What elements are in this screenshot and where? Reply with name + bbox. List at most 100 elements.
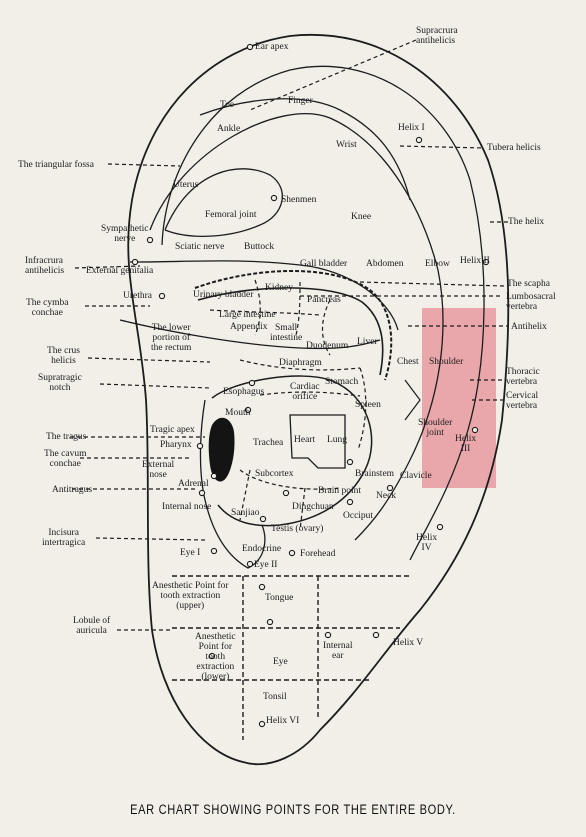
label-internal-ear: Internal ear [323, 641, 353, 661]
label-large-intestine: Large intestine [219, 310, 276, 320]
label-helix-6: Helix VI [266, 716, 300, 726]
label-supratragic-notch: Supratragic notch [38, 373, 82, 393]
label-crus-helicis: The crus helicis [47, 346, 80, 366]
label-buttock: Buttock [244, 242, 275, 252]
concha-contour [194, 270, 393, 381]
label-testis-ovary: Testis (ovary) [271, 524, 324, 534]
label-adrenal: Adrenal [178, 479, 209, 489]
label-helix-3: Helix III [455, 434, 477, 454]
label-external-genitalia: External genitalia [86, 266, 154, 276]
outer-helix-contour [127, 33, 510, 766]
label-tubera-helicis: Tubera helicis [487, 143, 541, 153]
label-external-nose: External nose [142, 460, 175, 480]
label-thoracic-vertebra: Thoracic vertebra [506, 367, 540, 387]
label-finger: Finger [288, 96, 313, 106]
label-uterus: Uterus [173, 180, 199, 190]
label-sciatic-nerve: Sciatic nerve [175, 242, 225, 252]
label-elbow: Elbow [425, 259, 450, 269]
label-dingchuan: Dingchuan [292, 502, 334, 512]
label-helix-2: Helix II [460, 256, 490, 266]
label-internal-nose: Internal nose [162, 502, 212, 512]
label-occiput: Occiput [343, 511, 374, 521]
label-liver: Liver [357, 337, 378, 347]
label-triangular-fossa: The triangular fossa [18, 160, 94, 170]
concha-contour-inner [197, 287, 384, 376]
label-subcortex: Subcortex [255, 469, 294, 479]
label-ear-apex: Ear apex [255, 42, 289, 52]
tragus-shape [208, 417, 235, 482]
label-ankle: Ankle [217, 124, 241, 134]
label-helix-4: Helix IV [416, 533, 438, 553]
label-tragic-apex: Tragic apex [150, 425, 195, 435]
label-cymba-conchae: The cymba conchae [26, 298, 69, 318]
label-endocrine: Endocrine [242, 544, 282, 554]
label-toe: Toe [220, 100, 235, 110]
label-antitragus: Antitragus [52, 485, 93, 495]
label-incisura-intertragica: Incisura intertragica [42, 528, 86, 548]
triangular-fossa-contour [164, 168, 283, 237]
organ-boundaries [209, 279, 367, 531]
label-knee: Knee [351, 212, 372, 222]
label-supracrura-antihelicis: Supracrura antihelicis [416, 26, 458, 46]
antitragus-contour [199, 399, 266, 569]
label-gall-bladder: Gall bladder [300, 259, 348, 269]
label-sanjiao: Sanjiao [231, 508, 260, 518]
label-brain-point: Brain point [318, 486, 362, 496]
label-tonsil: Tonsil [263, 692, 287, 702]
label-lobule-auricula: Lobule of auricula [73, 616, 111, 636]
label-infracrura-antihelicis: Infracrura antihelicis [25, 256, 65, 276]
label-pancreas: Pancreas [307, 295, 341, 305]
label-chest: Chest [397, 357, 419, 367]
label-anesthetic-lower: Anesthetic Point for tooth extraction (l… [195, 632, 236, 682]
label-tongue: Tongue [265, 593, 294, 603]
inner-helix-rim [161, 65, 485, 561]
label-kidney: Kidney [265, 283, 293, 293]
label-cardiac-orifice: Cardiac orifice [290, 382, 320, 402]
label-mouth: Mouth [225, 408, 251, 418]
label-shoulder: Shoulder [429, 357, 464, 367]
label-shoulder-joint: Shoulder joint [418, 418, 453, 438]
lobule-grid [172, 575, 410, 740]
label-urethra: Urethra [123, 291, 153, 301]
label-the-scapha: The scapha [507, 279, 550, 289]
label-spleen: Spleen [355, 400, 381, 410]
label-the-helix: The helix [508, 217, 545, 227]
label-lumbosacral-vertebra: Lumbosacral vertebra [506, 292, 556, 312]
label-wrist: Wrist [336, 140, 357, 150]
label-trachea: Trachea [253, 438, 284, 448]
label-duodenum: Duodenum [306, 341, 349, 351]
label-stomach: Stomach [325, 377, 359, 387]
label-anesthetic-upper: Anesthetic Point for tooth extraction (u… [152, 581, 229, 611]
label-esophagus: Esophagus [223, 387, 265, 397]
figure-caption: EAR CHART SHOWING POINTS FOR THE ENTIRE … [130, 802, 456, 817]
label-brainstem: Brainstem [355, 469, 395, 479]
label-cervical-vertebra: Cervical vertebra [506, 391, 539, 411]
acupoints [131, 43, 490, 728]
label-urinary-bladder: Urinary bladder [193, 290, 254, 300]
label-lung: Lung [327, 435, 348, 445]
label-appendix: Appendix [230, 322, 268, 332]
label-cavum-conchae: The cavum conchae [44, 449, 87, 469]
label-lower-rectum: The lower portion of the rectum [151, 323, 192, 353]
label-neck: Neck [376, 491, 397, 501]
superior-crus [199, 98, 411, 201]
leader-lines [70, 39, 510, 631]
label-sympathetic-nerve: Sympathetic nerve [101, 224, 149, 244]
label-antihelix: Antihelix [511, 322, 547, 332]
crus-helicis [119, 319, 381, 350]
label-eye: Eye [273, 657, 288, 667]
label-clavicle: Clavicle [400, 471, 432, 481]
label-shenmen: Shenmen [281, 195, 317, 205]
label-helix-5: Helix V [393, 638, 424, 648]
label-pharynx: Pharynx [160, 440, 192, 450]
heart-lung-box [289, 414, 346, 469]
cavum-contour [211, 375, 373, 527]
label-small-intestine: Small intestine [270, 323, 303, 343]
label-eye-1: Eye I [180, 548, 201, 558]
label-helix-1: Helix I [398, 123, 425, 133]
label-eye-2: Eye II [254, 560, 278, 570]
antihelix-contour [149, 113, 444, 541]
label-forehead: Forehead [300, 549, 336, 559]
